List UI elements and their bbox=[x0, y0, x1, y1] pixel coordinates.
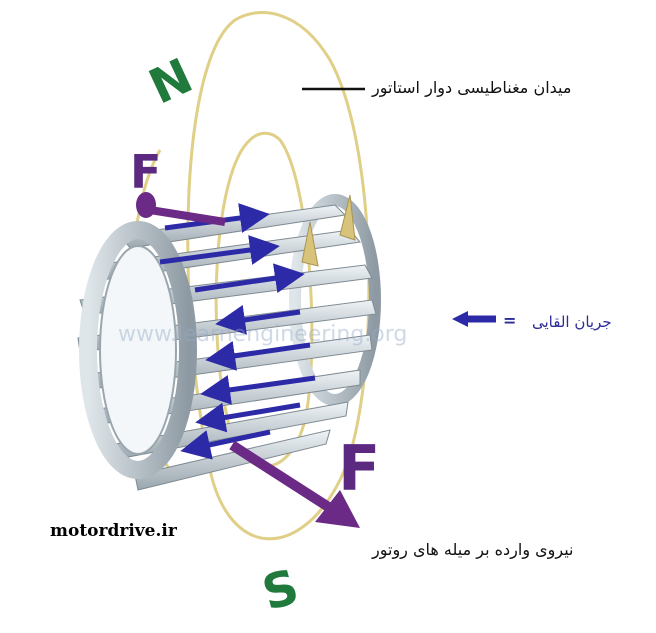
rotor-front-ring bbox=[79, 221, 197, 479]
field-cone-1 bbox=[339, 194, 356, 241]
rotor-front-ring-inner bbox=[99, 245, 177, 455]
induced-current-arrows bbox=[159, 203, 316, 460]
rotor-force-label: نیروی وارده بر میله های روتور bbox=[372, 540, 574, 559]
force-arrow-bottom bbox=[229, 440, 360, 528]
induced-current-label: جریان القایی bbox=[532, 313, 612, 331]
force-letter-bottom: F bbox=[338, 432, 380, 505]
stator-field-label: میدان مغناطیسی دوار استاتور bbox=[372, 78, 572, 97]
rotor-back-ring bbox=[289, 194, 381, 406]
north-pole-letter: N bbox=[141, 48, 201, 116]
current-legend-arrow bbox=[452, 311, 496, 327]
legend-equals-sign: = bbox=[503, 311, 517, 330]
force-arrow-top bbox=[136, 192, 226, 226]
force-letter-top: F bbox=[130, 145, 161, 199]
site-name: motordrive.ir bbox=[50, 521, 177, 541]
watermark-text: www.learnengineering.org bbox=[118, 322, 408, 347]
field-cone-2 bbox=[301, 221, 319, 267]
south-pole-letter: S bbox=[257, 559, 305, 622]
